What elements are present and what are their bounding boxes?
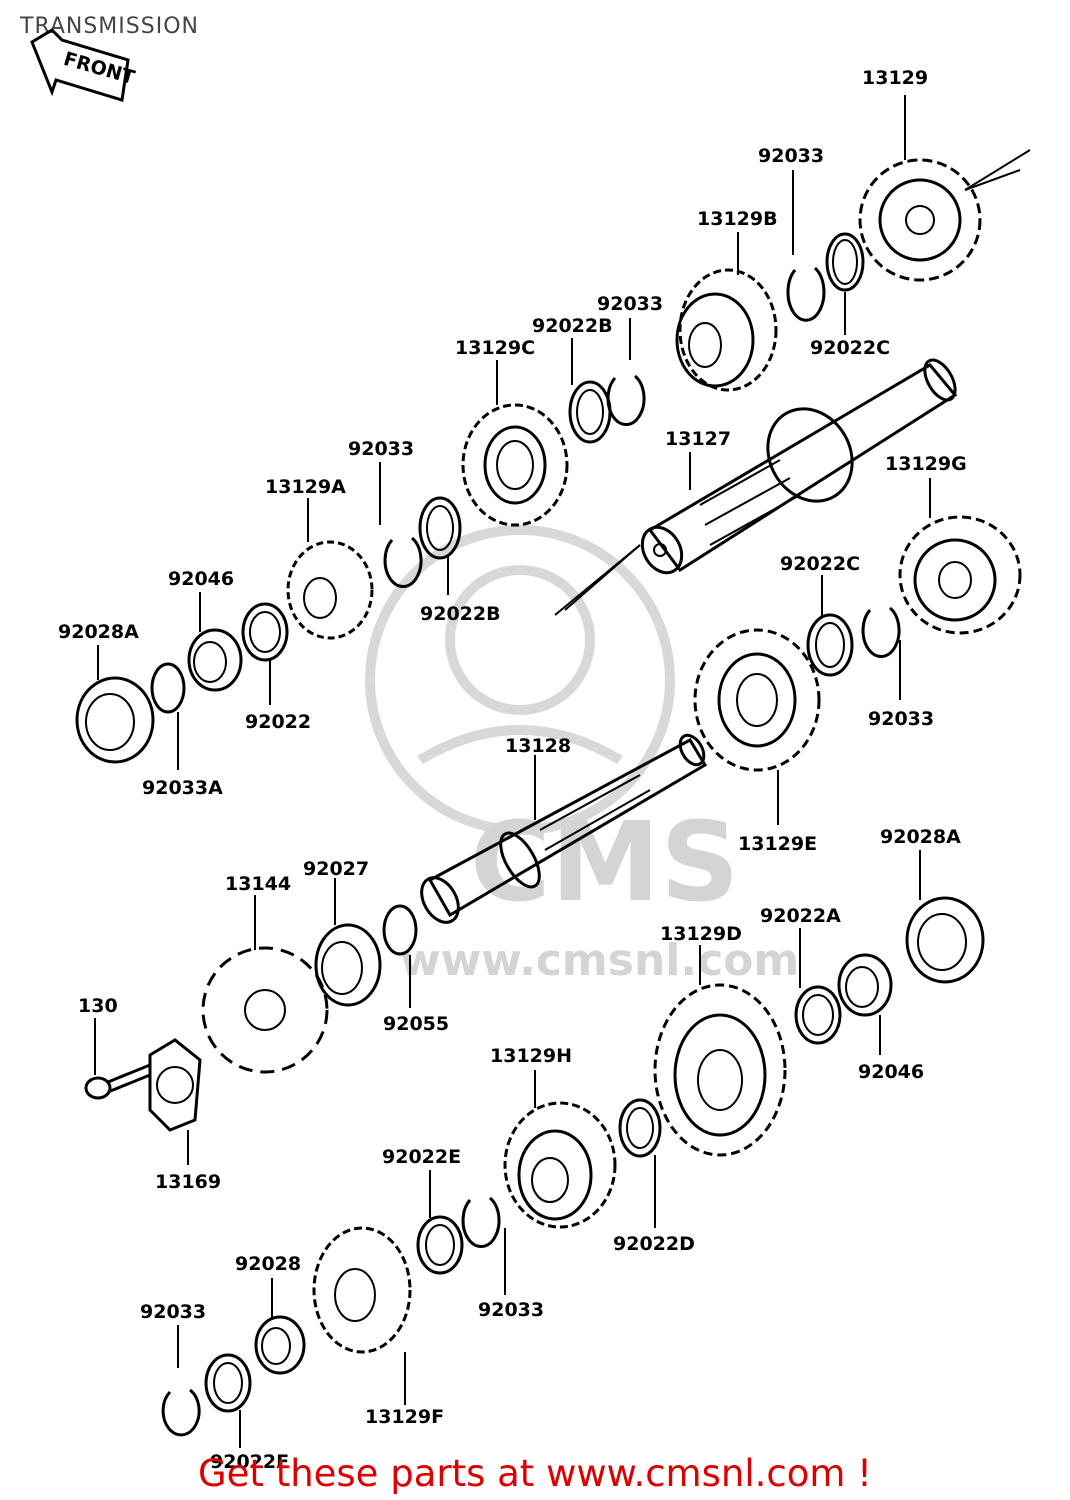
circlip-92033-4 bbox=[861, 606, 901, 658]
page-title: TRANSMISSION bbox=[20, 14, 199, 39]
label-92022E-2: 92022E bbox=[210, 1451, 289, 1473]
label-13129D: 13129D bbox=[660, 923, 742, 945]
label-92033A: 92033A bbox=[142, 777, 223, 799]
gear-13129G bbox=[898, 515, 1022, 635]
label-92028A-1: 92028A bbox=[58, 621, 139, 643]
washer-92022C-1 bbox=[825, 232, 865, 292]
label-13129E: 13129E bbox=[738, 833, 817, 855]
label-92033-2: 92033 bbox=[597, 293, 663, 315]
gear-13129C bbox=[461, 403, 569, 527]
label-13129G: 13129G bbox=[885, 453, 967, 475]
label-13129-top: 13129 bbox=[862, 67, 928, 89]
washer-92022E-2 bbox=[204, 1353, 252, 1413]
label-92028: 92028 bbox=[235, 1253, 301, 1275]
label-92022D: 92022D bbox=[613, 1233, 695, 1255]
label-92033-6: 92033 bbox=[478, 1299, 544, 1321]
label-13127: 13127 bbox=[665, 428, 731, 450]
front-label: FRONT bbox=[61, 48, 137, 89]
label-92055: 92055 bbox=[383, 1013, 449, 1035]
watermark-url: www.cmsnl.com bbox=[400, 935, 799, 986]
washer-92022 bbox=[241, 602, 289, 662]
circlip-92033-6 bbox=[161, 1388, 201, 1437]
label-13169: 13169 bbox=[155, 1171, 221, 1193]
shaft-13128 bbox=[420, 733, 708, 924]
label-92046-1: 92046 bbox=[168, 568, 234, 590]
leader-lines bbox=[94, 95, 931, 1448]
label-92022C-1: 92022C bbox=[810, 337, 890, 359]
circlip-92033-5 bbox=[461, 1196, 501, 1248]
label-92027: 92027 bbox=[303, 858, 369, 880]
label-92033-1: 92033 bbox=[758, 145, 824, 167]
label-92022C-2: 92022C bbox=[780, 553, 860, 575]
front-arrow: FRONT bbox=[30, 28, 137, 102]
gear-13129D bbox=[653, 983, 787, 1157]
gear-13129-top bbox=[858, 158, 982, 282]
washer-92022C-2 bbox=[806, 613, 854, 677]
label-92022E-1: 92022E bbox=[382, 1146, 461, 1168]
bearing-92028A-1 bbox=[75, 676, 155, 764]
bearing-92046-2 bbox=[837, 953, 893, 1017]
washer-92022D bbox=[618, 1098, 662, 1158]
part-labels: 13129 92033 13129B 92022C 92033 92022B 1… bbox=[58, 67, 967, 1473]
gear-13129A bbox=[286, 540, 374, 640]
gear-13129B bbox=[675, 268, 778, 392]
plate-13169 bbox=[148, 1038, 202, 1132]
collar-92027 bbox=[314, 923, 382, 1007]
cta-link-text[interactable]: Get these parts at www.cmsnl.com ! bbox=[197, 1452, 872, 1495]
label-92033-4: 92033 bbox=[868, 708, 934, 730]
label-92033-3: 92033 bbox=[348, 438, 414, 460]
gear-13129H bbox=[503, 1101, 617, 1229]
label-92022A: 92022A bbox=[760, 905, 841, 927]
washer-92022A bbox=[794, 985, 842, 1045]
circlip-92033A bbox=[150, 662, 186, 714]
label-13129A: 13129A bbox=[265, 476, 346, 498]
oring-92055 bbox=[382, 904, 418, 956]
label-92028A-2: 92028A bbox=[880, 826, 961, 848]
washer-92022E-1 bbox=[416, 1215, 464, 1275]
label-13129F: 13129F bbox=[365, 1406, 444, 1428]
circlip-92033-2 bbox=[606, 374, 646, 426]
label-13129C: 13129C bbox=[455, 337, 535, 359]
label-92022: 92022 bbox=[245, 711, 311, 733]
circlip-92033-3 bbox=[383, 536, 423, 588]
label-92033-5: 92033 bbox=[140, 1301, 206, 1323]
gear-13129E bbox=[693, 628, 821, 772]
gear-13129F bbox=[312, 1226, 412, 1354]
bolt-130 bbox=[84, 1063, 151, 1100]
label-13144: 13144 bbox=[225, 873, 291, 895]
washer-92022B-1 bbox=[568, 380, 612, 444]
watermark-logo: CMS bbox=[470, 798, 739, 926]
label-13128: 13128 bbox=[505, 735, 571, 757]
washer-92022B-2 bbox=[418, 496, 462, 560]
bushing-92028 bbox=[254, 1315, 306, 1375]
label-13129H: 13129H bbox=[490, 1045, 572, 1067]
label-92046-2: 92046 bbox=[858, 1061, 924, 1083]
shaft-13127 bbox=[554, 358, 958, 616]
bearing-92046-1 bbox=[187, 628, 243, 692]
sprocket-13144 bbox=[201, 946, 329, 1074]
label-130: 130 bbox=[78, 995, 118, 1017]
label-92022B-2: 92022B bbox=[420, 603, 501, 625]
watermark: CMS www.cmsnl.com bbox=[365, 525, 799, 986]
bearing-92028A-2 bbox=[905, 896, 985, 984]
label-13129B: 13129B bbox=[697, 208, 778, 230]
circlip-92033-1 bbox=[786, 266, 826, 322]
label-92022B-1: 92022B bbox=[532, 315, 613, 337]
